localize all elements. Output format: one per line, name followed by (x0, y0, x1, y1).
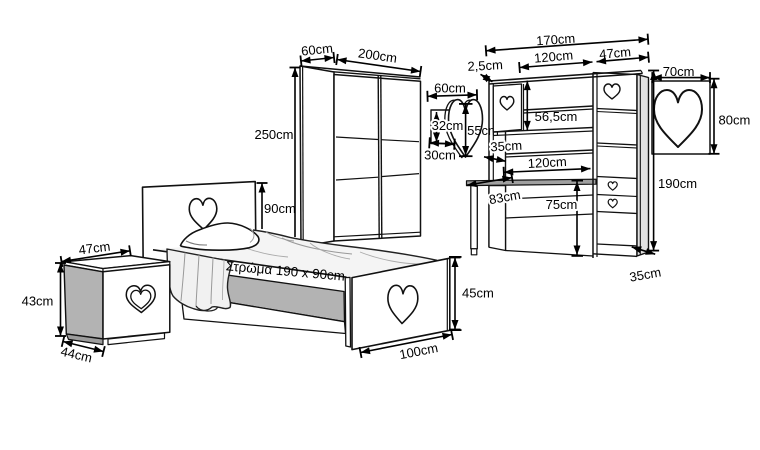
svg-text:190cm: 190cm (658, 176, 697, 191)
svg-text:250cm: 250cm (254, 127, 293, 142)
svg-text:170cm: 170cm (536, 31, 576, 49)
svg-text:80cm: 80cm (719, 113, 751, 128)
svg-text:2,5cm: 2,5cm (467, 57, 503, 74)
svg-text:35cm: 35cm (490, 138, 523, 155)
svg-text:30cm: 30cm (424, 148, 456, 163)
svg-text:60cm: 60cm (434, 81, 466, 96)
svg-text:56,5cm: 56,5cm (535, 109, 578, 124)
svg-text:70cm: 70cm (663, 64, 695, 79)
svg-text:43cm: 43cm (22, 294, 54, 309)
svg-text:120cm: 120cm (527, 154, 567, 171)
svg-text:32cm: 32cm (432, 118, 464, 133)
svg-text:90cm: 90cm (264, 201, 296, 216)
svg-text:75cm: 75cm (546, 197, 578, 212)
svg-text:45cm: 45cm (462, 286, 494, 301)
svg-text:47cm: 47cm (599, 44, 632, 62)
